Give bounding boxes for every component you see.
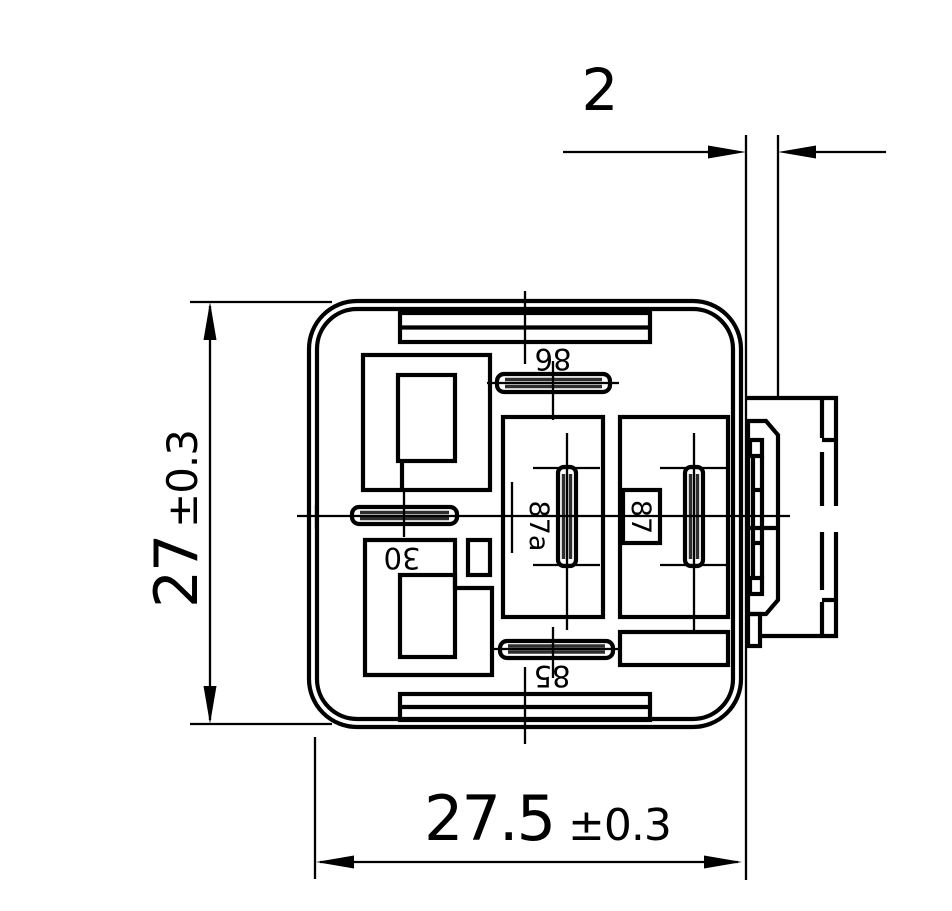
arrowhead-left: [778, 145, 816, 159]
dimension-body-height: 27 ±0.3: [142, 300, 332, 726]
chamber-87a: 87a: [500, 414, 606, 630]
coil-square-outline: [360, 352, 493, 493]
terminal-85-label: 85: [534, 659, 571, 693]
dimension-body-height-tolerance: ±0.3: [158, 430, 207, 528]
terminal-86-label: 86: [535, 342, 572, 376]
dimension-tab-thickness: 2: [563, 56, 886, 880]
molding-small-window: [465, 537, 493, 578]
arrowhead-right: [708, 145, 746, 159]
dimension-body-width-tolerance: ±0.3: [568, 800, 671, 851]
centerlines: [297, 291, 790, 744]
coil-window-opening: [395, 372, 458, 464]
dimension-tab-thickness-value: 2: [582, 56, 619, 124]
tab-latch-lower: [747, 575, 765, 597]
flange-outline-bottom: [758, 532, 839, 639]
flange-outline-top: [746, 395, 839, 506]
arrowhead-right: [704, 855, 742, 869]
coil-window-upper: [360, 352, 493, 493]
dimension-body-height-value: 27: [142, 536, 212, 608]
tab-foot: [745, 611, 763, 649]
dimension-body-width-value: 27.5: [424, 782, 554, 855]
chamber-87-lower-window: [617, 629, 731, 668]
terminal-slot-86: 86: [487, 342, 619, 420]
terminal-30-molding: 30: [362, 537, 495, 678]
terminal-30-label: 30: [384, 541, 421, 575]
terminal-87a-label: 87a: [523, 501, 554, 552]
molding-opening: [397, 572, 458, 660]
arrowhead-down: [203, 686, 217, 724]
chamber-87: 87: [617, 414, 731, 668]
tab-latch-upper: [747, 437, 765, 459]
terminal-slot-85: 85: [492, 627, 620, 693]
arrowhead-left: [316, 855, 354, 869]
arrowhead-up: [203, 302, 217, 340]
side-tab-profile: [745, 395, 839, 649]
molding-outline: [362, 537, 495, 678]
dimension-body-width: 27.5 ±0.3: [313, 737, 742, 879]
terminal-slot-30: [349, 488, 460, 537]
